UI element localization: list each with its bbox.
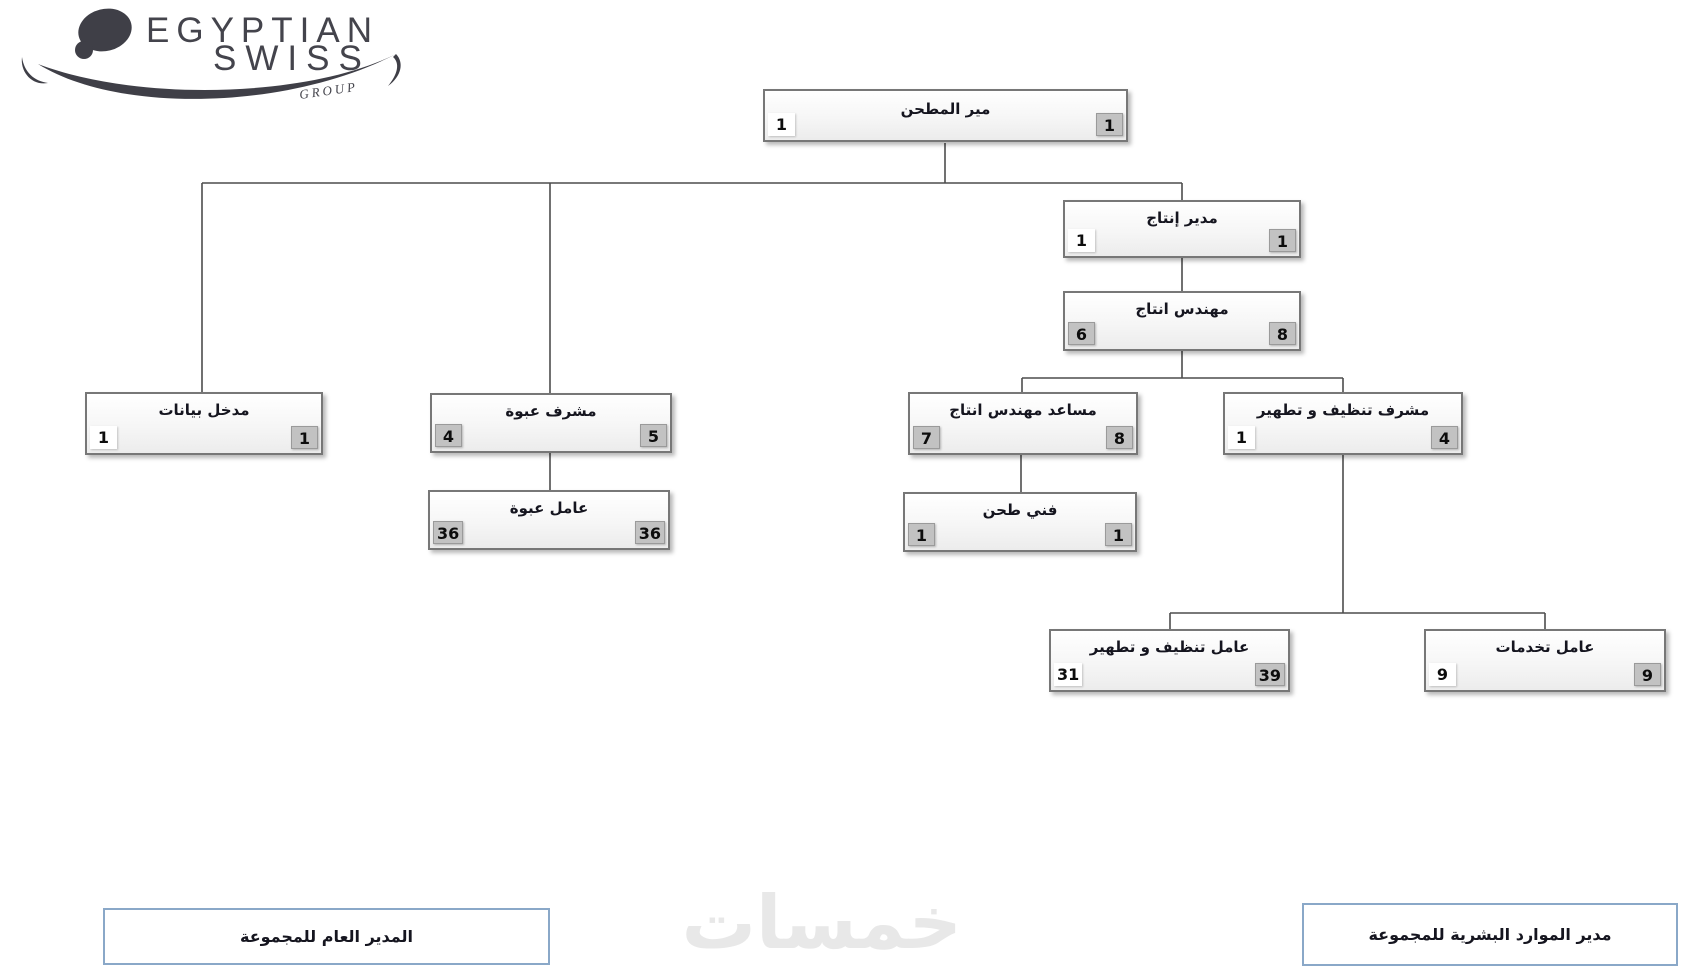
node-title: مشرف تنظيف و تطهير bbox=[1256, 401, 1430, 419]
left-count-badge: 1 bbox=[90, 426, 117, 449]
left-count-badge: 36 bbox=[433, 521, 464, 544]
node-title: مساعد مهندس انتاج bbox=[949, 401, 1097, 419]
org-node-data-entry: مدخل بيانات 1 1 bbox=[85, 392, 323, 455]
node-title: عامل تخدمات bbox=[1495, 638, 1595, 656]
node-title: مدير إنتاج bbox=[1146, 209, 1218, 227]
left-count-badge: 4 bbox=[435, 424, 462, 447]
left-count-badge: 31 bbox=[1054, 663, 1083, 686]
left-count-badge: 1 bbox=[1068, 229, 1095, 252]
right-count-badge: 1 bbox=[1096, 113, 1123, 136]
logo-text-egyptian: EGYPTIAN bbox=[146, 11, 379, 50]
org-node-mill-manager: مير المطحن 1 1 bbox=[763, 89, 1128, 142]
node-title: مدخل بيانات bbox=[158, 401, 250, 419]
right-count-badge: 1 bbox=[291, 426, 318, 449]
org-node-cleaning-supervisor: مشرف تنظيف و تطهير 1 4 bbox=[1223, 392, 1463, 455]
general-manager-signature-box: المدير العام للمجموعة bbox=[103, 908, 550, 965]
left-count-badge: 7 bbox=[913, 426, 940, 449]
org-node-packing-supervisor: مشرف عبوة 4 5 bbox=[430, 393, 672, 453]
right-count-badge: 36 bbox=[634, 521, 665, 544]
node-title: مهندس انتاج bbox=[1135, 300, 1229, 318]
left-count-badge: 6 bbox=[1068, 322, 1095, 345]
logo-figure-icon bbox=[75, 8, 132, 59]
left-count-badge: 1 bbox=[908, 523, 935, 546]
org-node-production-engineer: مهندس انتاج 6 8 bbox=[1063, 291, 1301, 351]
right-count-badge: 8 bbox=[1269, 322, 1296, 345]
logo-text-swiss: SWISS bbox=[213, 39, 371, 78]
node-title: مشرف عبوة bbox=[505, 402, 597, 420]
node-title: فني طحن bbox=[982, 501, 1058, 519]
right-count-badge: 1 bbox=[1269, 229, 1296, 252]
left-count-badge: 1 bbox=[1228, 426, 1255, 449]
node-title: عامل عبوة bbox=[509, 499, 589, 517]
left-count-badge: 9 bbox=[1429, 663, 1456, 686]
org-node-packing-worker: عامل عبوة 36 36 bbox=[428, 490, 670, 550]
org-node-assistant-production-engineer: مساعد مهندس انتاج 7 8 bbox=[908, 392, 1138, 455]
right-count-badge: 8 bbox=[1106, 426, 1133, 449]
hr-manager-signature-box: مدير الموارد البشرية للمجموعة bbox=[1302, 903, 1678, 966]
org-node-cleaning-worker: عامل تنظيف و تطهير 31 39 bbox=[1049, 629, 1290, 692]
egyptian-swiss-group-logo: EGYPTIAN SWISS GROUP bbox=[21, 8, 401, 102]
left-count-badge: 1 bbox=[768, 113, 795, 136]
khamsat-watermark: خمسات bbox=[681, 880, 962, 966]
org-node-services-worker: عامل تخدمات 9 9 bbox=[1424, 629, 1666, 692]
node-title: عامل تنظيف و تطهير bbox=[1089, 638, 1250, 656]
right-count-badge: 1 bbox=[1105, 523, 1132, 546]
org-node-production-manager: مدير إنتاج 1 1 bbox=[1063, 200, 1301, 258]
right-count-badge: 39 bbox=[1254, 663, 1285, 686]
org-node-milling-technician: فني طحن 1 1 bbox=[903, 492, 1137, 552]
right-count-badge: 9 bbox=[1634, 663, 1661, 686]
logo-swoosh-icon bbox=[21, 54, 401, 99]
node-title: مير المطحن bbox=[900, 100, 991, 118]
right-count-badge: 5 bbox=[640, 424, 667, 447]
right-count-badge: 4 bbox=[1431, 426, 1458, 449]
